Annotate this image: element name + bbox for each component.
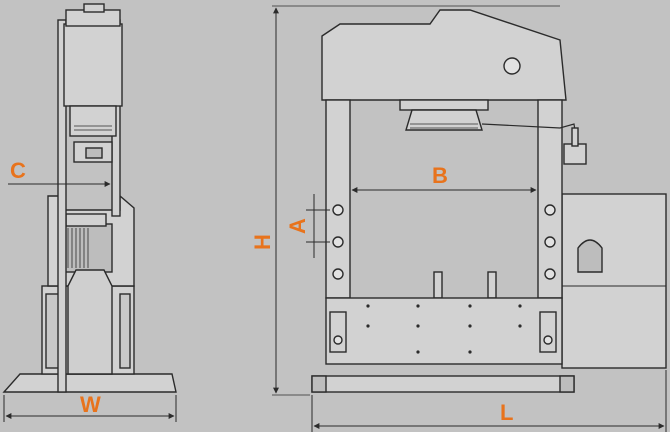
front-column-hole [332, 204, 344, 216]
side-motor-cap [65, 213, 107, 227]
dimension-l: L [311, 370, 667, 432]
side-cabinet-panel-right [119, 293, 131, 369]
front-column-right [537, 99, 563, 299]
side-handle [83, 3, 105, 13]
front-view [311, 9, 667, 393]
side-gauge [85, 147, 103, 159]
front-base-skid-right [559, 375, 575, 393]
front-column-left [325, 99, 351, 299]
front-bed-foot-right [539, 311, 557, 353]
dimension-label-w: W [80, 392, 101, 417]
front-bed-bolt [543, 335, 553, 345]
side-frame-left [57, 19, 67, 393]
dimension-label-h: H [250, 234, 275, 250]
front-piston [405, 109, 483, 131]
front-piston-housing [399, 99, 489, 111]
side-cylinder-head [69, 105, 117, 137]
dimension-a: A [285, 194, 330, 258]
side-view [2, 3, 177, 393]
front-bed-foot-left [329, 311, 347, 353]
front-bed-dots [366, 304, 522, 354]
front-column-hole [544, 268, 556, 280]
front-valve-stem [571, 127, 579, 147]
front-gauge-circle [503, 57, 521, 75]
front-control-box [561, 193, 667, 369]
front-column-hole [544, 236, 556, 248]
dimension-w: W [3, 392, 177, 422]
front-control-arch [577, 239, 603, 273]
front-column-hole [332, 268, 344, 280]
front-base [311, 375, 575, 393]
front-bed-bolt [333, 335, 343, 345]
front-bed-post [487, 271, 497, 299]
front-top-head [321, 9, 567, 101]
dimension-label-a: A [285, 218, 310, 234]
dimension-label-l: L [500, 400, 513, 425]
front-column-hole [332, 236, 344, 248]
front-bed-post [433, 271, 443, 299]
front-valve-block [563, 143, 587, 165]
side-base-plate [2, 373, 177, 393]
dimension-c: C [8, 158, 111, 190]
dimension-h: H [250, 5, 560, 396]
front-base-skid-left [311, 375, 327, 393]
side-bed-wedge [67, 269, 113, 375]
front-bed [325, 297, 563, 365]
side-cylinder-box [63, 23, 123, 107]
dimension-label-b: B [432, 163, 448, 188]
dimension-b: B [351, 163, 537, 193]
front-column-hole [544, 204, 556, 216]
dimension-label-c: C [10, 158, 26, 183]
